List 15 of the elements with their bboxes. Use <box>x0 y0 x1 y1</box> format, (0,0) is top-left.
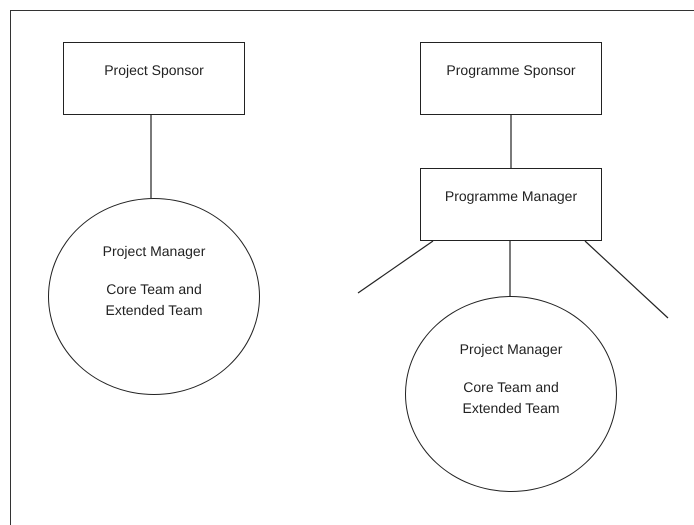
role-label: Project Manager <box>460 341 562 357</box>
connector-line <box>509 241 511 296</box>
role-box <box>63 42 245 115</box>
role-label: Programme Manager <box>444 188 578 204</box>
role-label: Programme Sponsor <box>446 62 576 78</box>
team-label: Core Team and Extended Team <box>461 378 561 418</box>
role-label: Project Sponsor <box>104 62 204 78</box>
role-box <box>420 42 602 115</box>
connector-line <box>510 115 512 168</box>
role-box <box>420 168 602 241</box>
connector-line <box>584 240 668 318</box>
team-label: Core Team and Extended Team <box>104 280 204 320</box>
connector-line <box>150 115 152 198</box>
connector-line <box>358 240 434 294</box>
role-label: Project Manager <box>102 243 206 259</box>
